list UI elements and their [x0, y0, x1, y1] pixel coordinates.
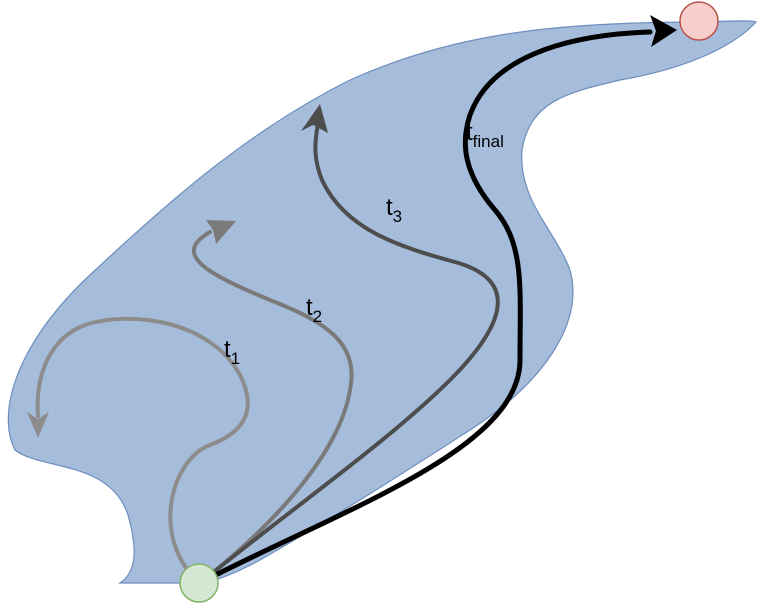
label-t1: t1: [224, 336, 240, 368]
goal-node: [679, 1, 719, 41]
label-t2: t2: [306, 294, 322, 326]
start-node: [179, 563, 219, 603]
label-t3: t3: [386, 194, 402, 226]
trajectory-t1-arrowhead: [27, 412, 49, 438]
trajectory-t1-line: [35, 316, 250, 585]
trajectory-t2-line: [192, 230, 354, 585]
label-tfinal: tfinal: [466, 119, 504, 151]
trajectory-t3-line: [198, 122, 500, 585]
trajectory-t3-arrowhead: [301, 104, 328, 133]
trajectory-tfinal-line: [197, 29, 653, 586]
feasible-region: [7, 20, 757, 584]
trajectory-tfinal-arrowhead: [650, 15, 677, 47]
trajectory-t2-arrowhead: [206, 220, 236, 244]
